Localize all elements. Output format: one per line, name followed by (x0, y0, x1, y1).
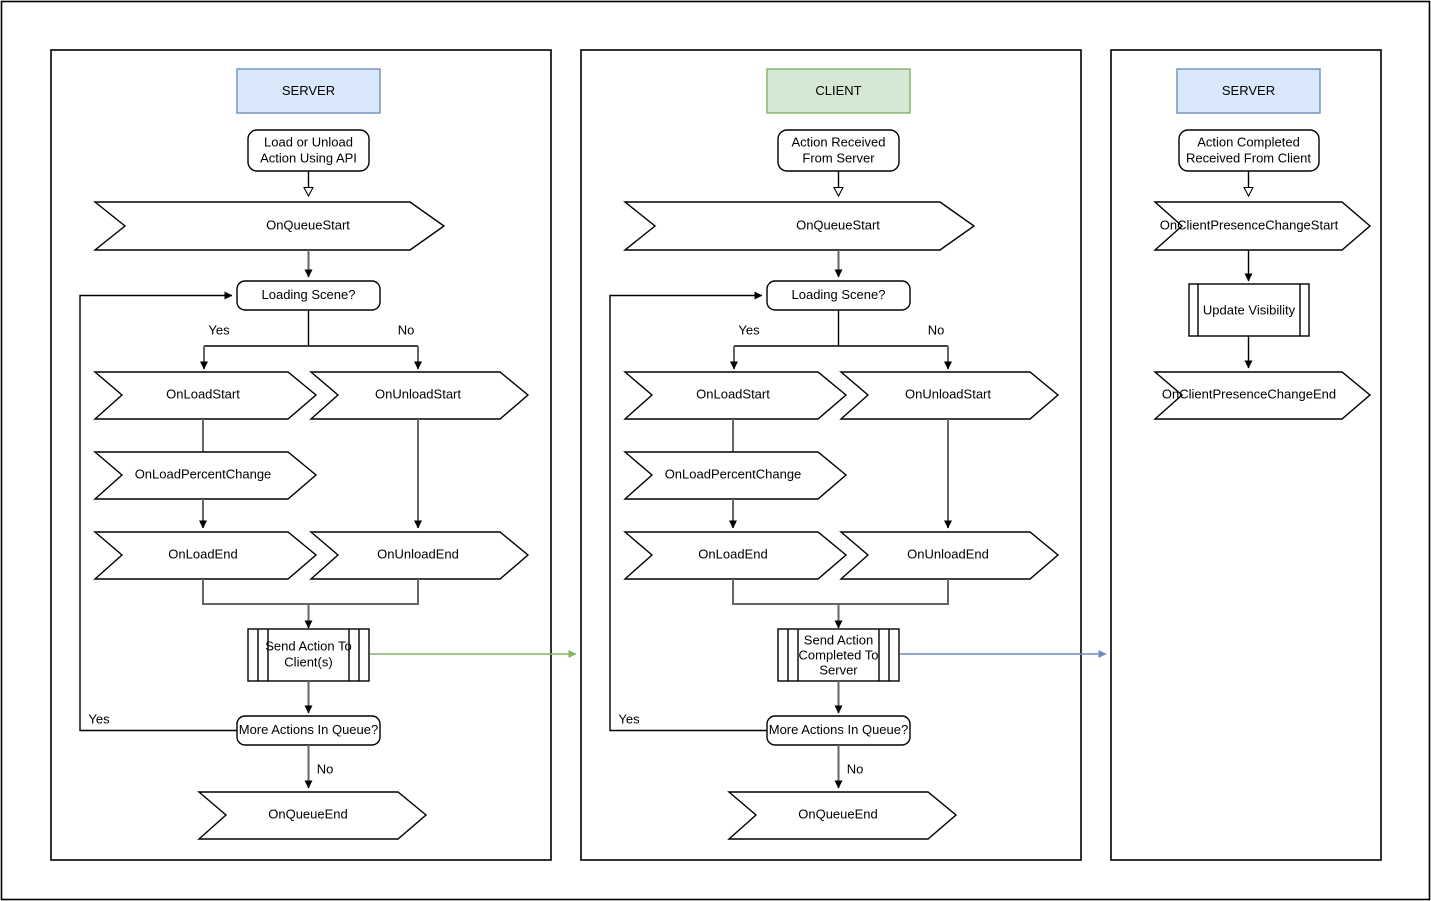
node-onunloadend-server-left (309, 531, 530, 580)
panel-header-label-server-left: SERVER (282, 83, 335, 98)
node-onunloadend-client-label: OnUnloadEnd (907, 546, 989, 561)
panel-client (580, 49, 1082, 861)
node-decision-more-server-left-label: More Actions In Queue? (239, 722, 378, 737)
node-update-visibility (1188, 283, 1310, 337)
node-onloadpercentchange-server-left-label: OnLoadPercentChange (135, 466, 272, 481)
node-presenceend-server-right-label: OnClientPresenceChangeEnd (1162, 386, 1336, 401)
edge-label-yes-client: Yes (738, 322, 760, 337)
panel-header-label-server-right: SERVER (1222, 83, 1275, 98)
edge-feedback-loop-client (609, 291, 767, 732)
node-onloadend-server-left-label: OnLoadEnd (168, 546, 237, 561)
node-onloadpercentchange-client-label: OnLoadPercentChange (665, 466, 802, 481)
node-send-action-client-line3: Server (819, 662, 858, 677)
node-start-server-right-line2: Received From Client (1186, 150, 1311, 165)
node-onunloadstart-server-left-label: OnUnloadStart (375, 386, 461, 401)
edge-join-ends-left (202, 579, 419, 605)
edge-label-yes-left: Yes (208, 322, 230, 337)
panel-header-label-client: CLIENT (815, 83, 861, 98)
node-start-server-left-line1: Load or Unload (264, 134, 353, 149)
node-onloadend-client (623, 531, 848, 580)
node-onloadpercentchange-client (623, 451, 848, 500)
node-onloadstart-client-label: OnLoadStart (696, 386, 770, 401)
node-presencestart-server-right-label: OnClientPresenceChangeStart (1160, 217, 1339, 232)
panel-header-box-client (766, 68, 911, 114)
node-update-visibility-label: Update Visibility (1203, 302, 1296, 317)
node-start-server-right-line1: Action Completed (1197, 134, 1300, 149)
node-queueend-client (727, 791, 958, 840)
node-presenceend-server-right (1153, 371, 1372, 420)
edge-join-ends-client (732, 579, 949, 605)
edge-branch-bus-client (734, 310, 948, 347)
edge-label-more-no-client: No (847, 761, 864, 776)
node-start-server-left-line2: Action Using API (260, 150, 357, 165)
panel-header-box-server-left (236, 68, 381, 114)
node-onloadstart-server-left (93, 371, 318, 420)
node-queueend-client-label: OnQueueEnd (798, 806, 878, 821)
node-onunloadstart-client (839, 371, 1060, 420)
node-onunloadstart-client-label: OnUnloadStart (905, 386, 991, 401)
edge-branch-bus-left (204, 310, 418, 347)
node-decision-loading-client-label: Loading Scene? (792, 287, 886, 302)
node-queuestart-client (623, 201, 976, 251)
node-queueend-server-left-label: OnQueueEnd (268, 806, 348, 821)
node-start-client-line2: From Server (802, 150, 875, 165)
panel-server-left (50, 49, 552, 861)
node-start-client-line1: Action Received (792, 134, 886, 149)
node-queuestart-server-left-label: OnQueueStart (266, 217, 350, 232)
node-send-action-server-left-line1: Send Action To (265, 638, 352, 653)
node-onunloadend-server-left-label: OnUnloadEnd (377, 546, 459, 561)
node-presencestart-server-right (1153, 201, 1372, 251)
node-send-action-client-line2: Completed To (799, 647, 879, 662)
node-onunloadstart-server-left (309, 371, 530, 420)
edge-label-more-yes-left: Yes (88, 711, 110, 726)
node-onunloadend-client (839, 531, 1060, 580)
node-queueend-server-left (197, 791, 428, 840)
panel-header-box-server-right (1176, 68, 1321, 114)
node-send-action-server-left-line2: Client(s) (284, 654, 332, 669)
node-send-action-client-line1: Send Action (804, 632, 873, 647)
panel-server-right (1110, 49, 1382, 861)
edge-label-no-left: No (398, 322, 415, 337)
node-queuestart-client-label: OnQueueStart (796, 217, 880, 232)
node-queuestart-server-left (93, 201, 446, 251)
edge-label-more-yes-client: Yes (618, 711, 640, 726)
node-onloadend-client-label: OnLoadEnd (698, 546, 767, 561)
node-onloadstart-client (623, 371, 848, 420)
edge-label-more-no-left: No (317, 761, 334, 776)
node-onloadpercentchange-server-left (93, 451, 318, 500)
edge-label-no-client: No (928, 322, 945, 337)
node-onloadstart-server-left-label: OnLoadStart (166, 386, 240, 401)
node-onloadend-server-left (93, 531, 318, 580)
edge-feedback-loop-left (79, 291, 237, 732)
node-decision-loading-server-left-label: Loading Scene? (262, 287, 356, 302)
node-decision-more-client-label: More Actions In Queue? (769, 722, 908, 737)
